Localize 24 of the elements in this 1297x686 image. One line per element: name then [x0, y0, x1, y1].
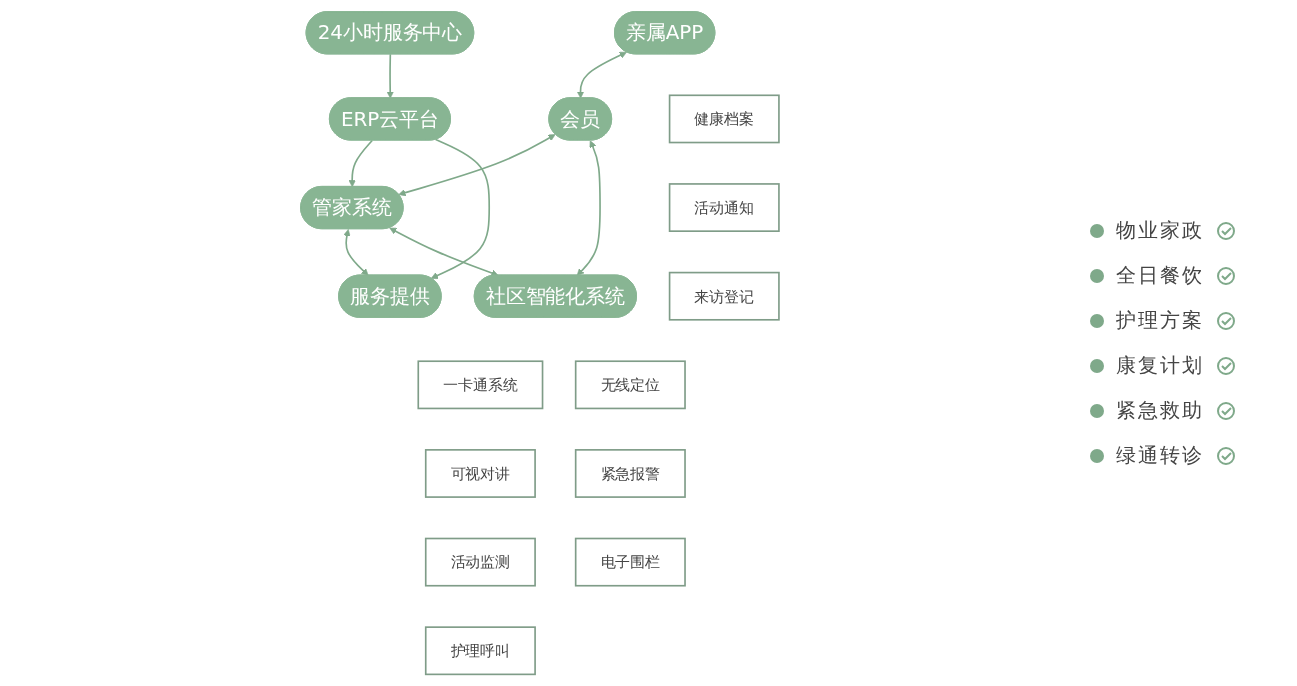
node-box: 紧急报警	[575, 449, 687, 498]
list-item: 物业家政	[1116, 217, 1204, 244]
arrow	[576, 140, 602, 276]
node-box: 可视对讲	[425, 449, 537, 498]
arrow	[343, 229, 369, 276]
list-item: 紧急救助	[1116, 397, 1204, 424]
node-box: 活动通知	[668, 183, 780, 232]
list-item: 护理方案	[1116, 307, 1204, 334]
list-item: 康复计划	[1116, 352, 1204, 379]
node-box: 健康档案	[668, 94, 780, 144]
arrow	[389, 227, 499, 277]
node-box: 来访登记	[668, 271, 780, 321]
arrow	[398, 134, 556, 197]
node-box: 护理呼叫	[425, 626, 537, 676]
arrow	[386, 53, 395, 99]
node-box: 无线定位	[575, 360, 687, 410]
node-box: 活动监测	[425, 537, 537, 587]
list-item: 绿通转诊	[1116, 442, 1204, 469]
node-box: 一卡通系统	[417, 360, 544, 410]
list-item: 全日餐饮	[1116, 262, 1204, 289]
arrow	[431, 138, 491, 279]
arrow	[348, 139, 374, 188]
node-box: 电子围栏	[575, 537, 687, 587]
arrow	[577, 51, 628, 99]
